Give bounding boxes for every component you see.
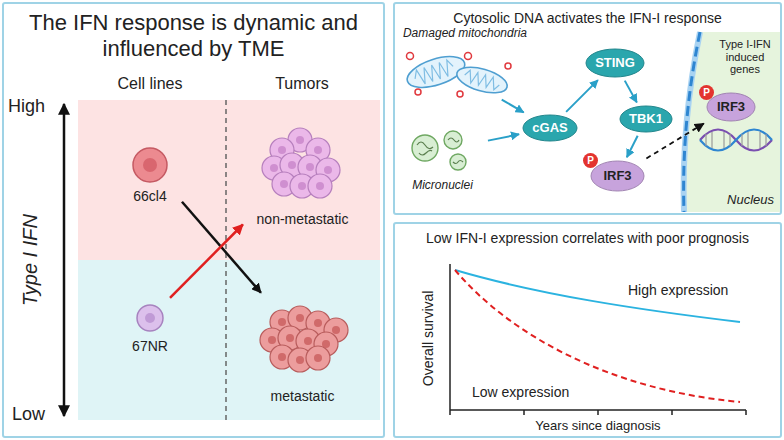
node-text: non-metastatic: [257, 211, 349, 228]
mitochondria-picture: [505, 63, 511, 69]
ifn-axis-arrow: [63, 104, 66, 416]
survival-chart: [450, 264, 746, 415]
micronuclei-picture: [450, 154, 466, 170]
cell-66cl4: [133, 148, 167, 182]
phospho-badge: P: [583, 153, 598, 168]
protein-ellipse: cGAS: [522, 114, 578, 142]
low-ifn-band: [78, 260, 380, 420]
node-text: IRF3: [603, 168, 631, 184]
phospho-badge: P: [699, 85, 714, 100]
label-text: Low expression: [472, 384, 569, 401]
node-text: IRF3: [717, 99, 745, 115]
panel: Low IFN-I expression correlates with poo…: [393, 222, 782, 438]
node-text: 67NR: [132, 338, 168, 355]
ellipse-shape: [591, 161, 644, 191]
node-text: Micronuclei: [412, 178, 473, 192]
high-ifn-band: [78, 100, 380, 260]
survival-chart: [450, 410, 746, 415]
tumor-non-metastatic: [262, 128, 340, 198]
dna-source: Micronuclei: [400, 125, 485, 192]
protein-ellipse: TBK1: [619, 105, 673, 133]
cell-66cl4: [143, 158, 157, 172]
mitochondria-picture: [403, 50, 511, 97]
node-text: Damaged mitochondria: [403, 26, 527, 40]
nucleus-picture: [684, 32, 780, 212]
protein-ellipse: STING: [585, 48, 645, 78]
node-text: cGAS: [532, 120, 567, 136]
tumor-non-metastatic: [308, 174, 332, 198]
ellipse-shape: [523, 115, 577, 141]
label-text: High: [8, 96, 45, 118]
ellipse-shape: [586, 49, 644, 77]
connector-arrow: [627, 136, 638, 158]
dna-source: Damaged mitochondria: [399, 26, 532, 98]
label-text: Overall survival: [420, 273, 437, 403]
connector-arrow: [502, 100, 524, 113]
tumor-metastatic: [260, 306, 348, 372]
connector-arrow: [170, 225, 243, 298]
mitochondria-picture: [454, 62, 510, 97]
cell-67nr: [145, 313, 155, 323]
connector-arrow: [625, 81, 637, 103]
protein-ellipse: PIRF3: [706, 92, 756, 122]
survival-chart: [449, 264, 451, 410]
protein-ellipse: PIRF3: [590, 160, 645, 192]
node-text: 66cl4: [133, 188, 166, 205]
label-text: Tumors: [275, 74, 329, 93]
panel: Cytosolic DNA activates the IFN-I respon…: [393, 2, 782, 215]
node-text: STING: [595, 55, 635, 71]
nucleus-picture: [684, 32, 700, 212]
label-text: Type I IFN: [18, 195, 42, 325]
micronuclei-picture: [444, 131, 462, 149]
label-text: High expression: [628, 282, 728, 299]
nucleus-picture: [684, 32, 780, 212]
label-text: Years since diagnosis: [535, 418, 660, 434]
node-text: metastatic: [271, 388, 335, 405]
cell-67nr: [137, 305, 163, 331]
tumor: non-metastatic: [245, 125, 360, 228]
nucleus-picture: [684, 32, 700, 212]
node-text: Nucleus: [727, 192, 774, 208]
micronuclei-picture: [417, 142, 433, 155]
tumor: metastatic: [245, 295, 360, 405]
nucleus-picture: [706, 132, 766, 148]
tumor-metastatic: [306, 346, 330, 370]
cell-67nr: [137, 305, 163, 331]
ellipse-shape: [620, 106, 672, 132]
nucleus-picture: [700, 130, 772, 151]
panel-title: The IFN response is dynamic and influenc…: [29, 10, 359, 63]
divider-line: [225, 100, 227, 420]
high-expression-curve: [455, 270, 740, 322]
low-expression-curve: [455, 270, 740, 402]
mitochondria-picture: [465, 53, 472, 60]
mitochondria-picture: [454, 62, 510, 97]
micronuclei-picture: [412, 131, 466, 170]
label-text: Type I-IFN induced genes: [710, 38, 780, 76]
connector-arrow: [566, 80, 598, 112]
nucleus-picture: [700, 130, 772, 151]
label-text: Cell lines: [118, 74, 183, 93]
mitochondria-picture: [413, 59, 456, 87]
mitochondria-picture: [457, 91, 463, 97]
mitochondria-picture: [407, 53, 414, 60]
panel-title: Cytosolic DNA activates the IFN-I respon…: [453, 10, 721, 27]
connector-arrow: [488, 134, 519, 140]
node-text: TBK1: [629, 111, 663, 127]
micronuclei-picture: [448, 138, 459, 142]
micronuclei-picture: [412, 135, 438, 161]
mitochondria-picture: [463, 69, 501, 90]
panel-title: Low IFN-I expression correlates with poo…: [426, 230, 749, 247]
cell-line: 66cl4: [120, 145, 180, 205]
mitochondria-picture: [415, 89, 421, 95]
cell-line: 67NR: [120, 300, 180, 355]
ellipse-shape: [707, 93, 755, 121]
panel: The IFN response is dynamic and influenc…: [2, 2, 385, 438]
label-text: Low: [12, 404, 45, 426]
micronuclei-picture: [453, 161, 463, 164]
cell-66cl4: [133, 148, 167, 182]
